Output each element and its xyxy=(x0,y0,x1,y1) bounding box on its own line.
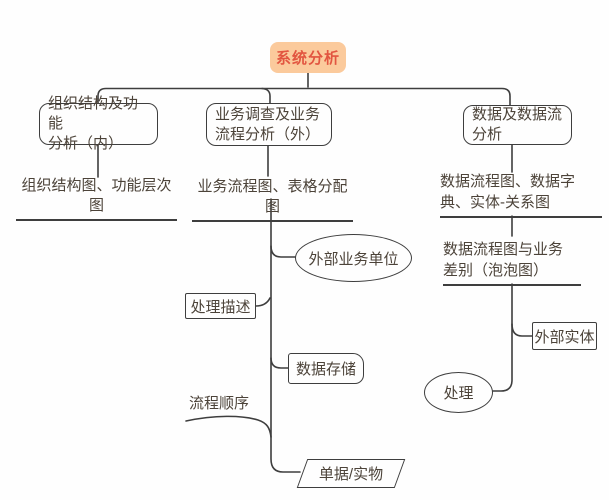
node-biz-analysis[interactable]: 业务调查及业务 流程分析（外） xyxy=(206,103,332,146)
node-dfd-diff-line2: 差别（泡泡图） xyxy=(443,262,549,279)
node-biz-analysis-line1: 业务调查及业务 xyxy=(215,105,321,123)
node-doc-item[interactable]: 单据/实物 xyxy=(296,459,406,488)
node-dfd-diff[interactable]: 数据流程图与业务 差别（泡泡图） xyxy=(443,239,581,286)
connector-to-data-store xyxy=(270,357,289,369)
node-data-outputs-line1: 数据流程图、数据字 xyxy=(440,173,576,190)
node-external-unit-label: 外部业务单位 xyxy=(308,250,399,268)
node-data-analysis-line2: 分析 xyxy=(472,126,503,143)
node-data-analysis[interactable]: 数据及数据流 分析 xyxy=(463,105,572,145)
node-flow-order-label: 流程顺序 xyxy=(189,395,250,412)
node-org-outputs-label: 组织结构图、功能层次图 xyxy=(21,177,172,214)
node-process-desc[interactable]: 处理描述 xyxy=(185,293,256,319)
node-external-entity-label: 外部实体 xyxy=(534,328,595,346)
node-data-store-label: 数据存储 xyxy=(295,361,356,378)
connector-bus-to-biz xyxy=(261,87,271,105)
connector-to-process-desc xyxy=(255,297,271,307)
connector-bus xyxy=(97,87,511,107)
connector-to-external-entity xyxy=(511,323,533,337)
connector-data-spine-lower xyxy=(492,283,513,392)
node-root-label: 系统分析 xyxy=(275,50,340,67)
node-root[interactable]: 系统分析 xyxy=(270,42,346,73)
node-process-desc-label: 处理描述 xyxy=(190,298,251,316)
node-dfd-diff-line1: 数据流程图与业务 xyxy=(443,241,564,258)
node-org-analysis-line1: 组织结构及功能 xyxy=(48,95,139,132)
node-org-analysis[interactable]: 组织结构及功能 分析（内） xyxy=(39,95,158,152)
node-process-label: 处理 xyxy=(443,385,474,402)
node-biz-outputs[interactable]: 业务流程图、表格分配图 xyxy=(192,177,353,222)
connector-to-external-unit xyxy=(270,245,296,258)
connector-flow-order-branch xyxy=(185,415,272,438)
node-biz-analysis-line2: 流程分析（外） xyxy=(215,125,321,143)
node-biz-outputs-label: 业务流程图、表格分配图 xyxy=(197,178,348,215)
node-data-outputs-line2: 典、实体-关系图 xyxy=(440,194,550,211)
node-external-entity[interactable]: 外部实体 xyxy=(532,322,597,350)
node-data-outputs[interactable]: 数据流程图、数据字 典、实体-关系图 xyxy=(440,171,602,218)
node-org-analysis-line2: 分析（内） xyxy=(48,135,124,152)
node-doc-item-label: 单据/实物 xyxy=(318,466,384,483)
node-external-unit[interactable]: 外部业务单位 xyxy=(295,234,412,282)
node-process[interactable]: 处理 xyxy=(424,372,493,413)
node-data-store[interactable]: 数据存储 xyxy=(288,353,364,384)
node-data-analysis-line1: 数据及数据流 xyxy=(472,106,563,123)
node-org-outputs[interactable]: 组织结构图、功能层次图 xyxy=(16,176,177,221)
node-flow-order[interactable]: 流程顺序 xyxy=(189,395,261,413)
connector-biz-spine xyxy=(270,198,301,473)
